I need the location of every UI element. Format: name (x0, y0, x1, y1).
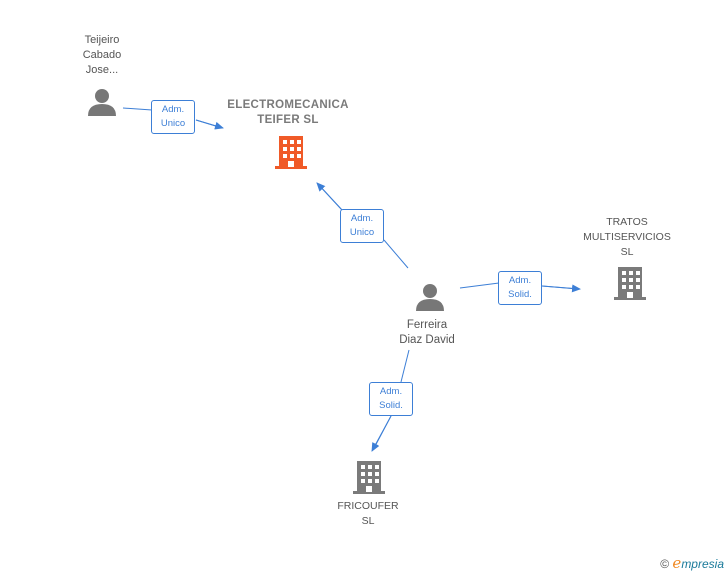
node-label-fricoufer[interactable]: FRICOUFER SL (337, 500, 399, 527)
node-label-ferreira[interactable]: Ferreira Diaz David (399, 319, 455, 346)
building-icon-fricoufer[interactable] (353, 461, 385, 494)
role-box-teijeiro-electromecanica[interactable]: Adm. Unico (151, 100, 195, 134)
person-icon[interactable] (416, 284, 444, 311)
brand-initial: e (672, 554, 682, 572)
building-icon-tratos[interactable] (614, 267, 646, 300)
edge-arrow-tratos (541, 284, 581, 293)
person-icon[interactable] (88, 89, 116, 116)
edge-arrow-fricoufer (371, 415, 392, 452)
node-label-electromecanica[interactable]: ELECTROMECANICA TEIFER SL (227, 99, 349, 126)
copyright-symbol: © (660, 557, 670, 571)
edge-arrow-teijeiro (195, 119, 224, 130)
role-box-ferreira-electromecanica[interactable]: Adm. Unico (340, 209, 384, 243)
node-label-tratos[interactable]: TRATOS MULTISERVICIOS SL (583, 216, 671, 258)
edge-arrow-electro (316, 182, 343, 211)
empresia-watermark[interactable]: © empresia (660, 554, 724, 572)
node-label-teijeiro[interactable]: Teijeiro Cabado Jose... (82, 34, 122, 76)
brand-name: mpresia (681, 557, 724, 571)
building-icon-electromecanica[interactable] (275, 136, 307, 169)
role-box-ferreira-fricoufer[interactable]: Adm. Solid. (369, 382, 413, 416)
role-box-ferreira-tratos[interactable]: Adm. Solid. (498, 271, 542, 305)
